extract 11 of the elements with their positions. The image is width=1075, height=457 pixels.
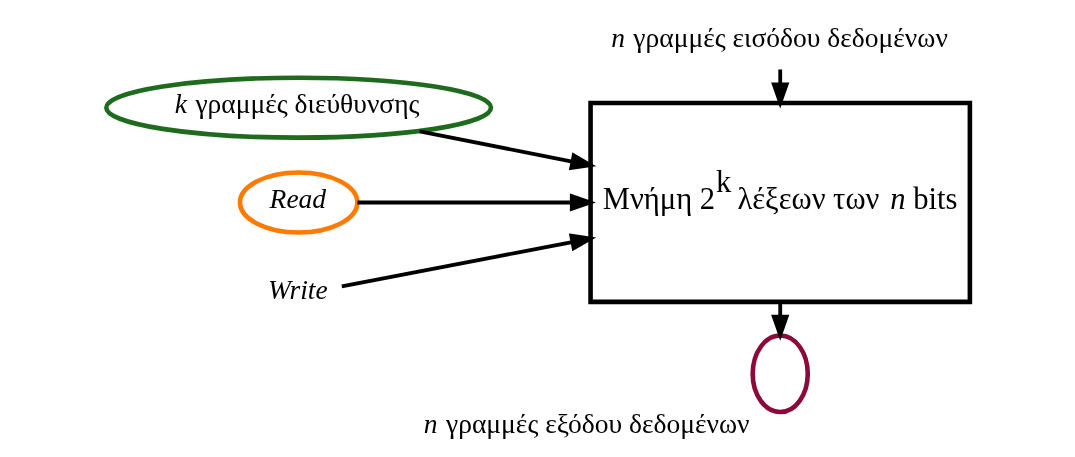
node-ellipse: Read bbox=[237, 170, 360, 235]
arrow bbox=[770, 69, 789, 109]
node-label: n γραμμές εξόδου δεδομένων bbox=[423, 407, 749, 439]
arrow bbox=[770, 302, 789, 341]
arrow bbox=[340, 233, 596, 289]
arrow bbox=[356, 193, 596, 212]
node-text: n γραμμές εισόδου δεδομένων bbox=[610, 22, 948, 54]
node-ellipse: k γραμμές διεύθυνσης bbox=[103, 75, 493, 140]
arrow bbox=[418, 129, 596, 171]
node-text: Write bbox=[267, 274, 328, 306]
node-ellipse bbox=[749, 333, 810, 415]
